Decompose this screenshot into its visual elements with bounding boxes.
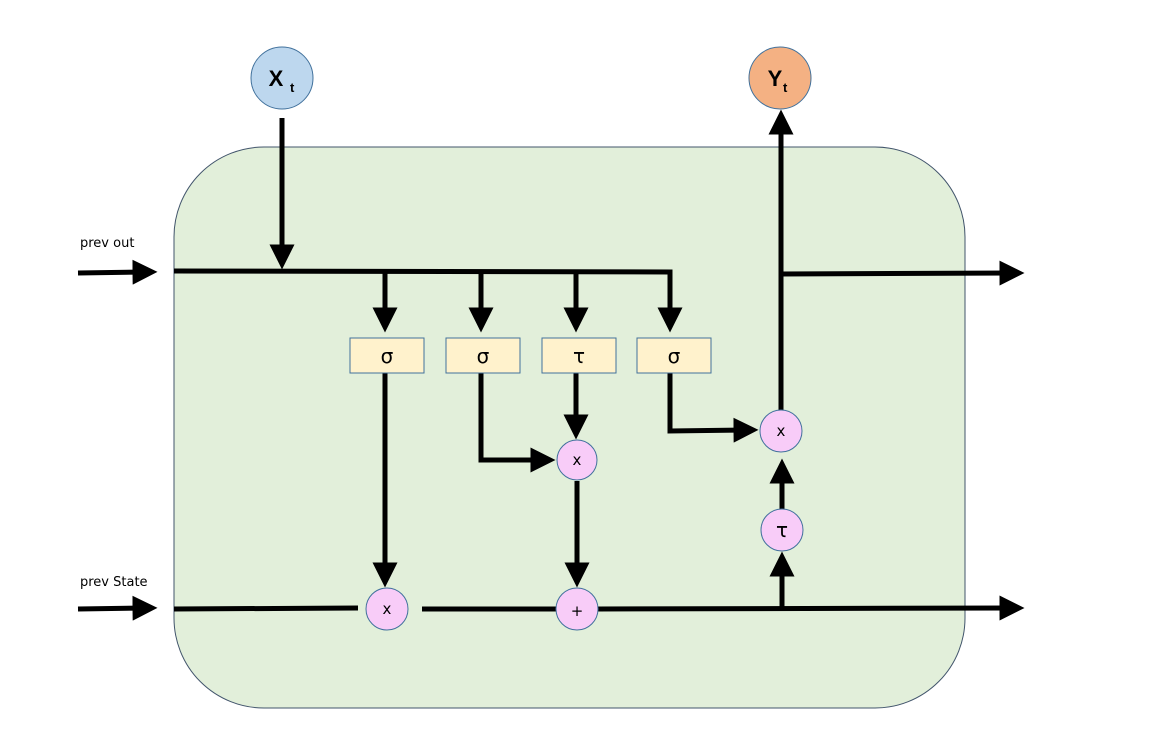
svg-text:σ: σ (668, 344, 681, 368)
op-state-add: + (555, 587, 599, 631)
svg-text:τ: τ (573, 344, 585, 368)
input-subscript: t (290, 80, 295, 95)
prev-state-label: prev State (80, 575, 148, 590)
svg-text:x: x (573, 451, 582, 469)
gate-input: σ (445, 337, 521, 374)
output-node: Y t (748, 46, 812, 110)
svg-text:+: + (571, 602, 584, 620)
input-label: X (269, 66, 284, 91)
svg-text:x: x (777, 422, 786, 440)
gate-output: σ (636, 337, 712, 374)
op-input-multiply: x (556, 439, 598, 481)
svg-text:x: x (383, 600, 392, 618)
output-subscript: t (783, 80, 788, 95)
input-node: X t (250, 46, 314, 110)
op-forget-multiply: x (365, 587, 409, 631)
op-state-tanh: τ (760, 508, 804, 552)
prev-out-label: prev out (80, 236, 134, 251)
op-output-multiply: x (759, 409, 803, 453)
output-label: Y (768, 66, 783, 91)
svg-text:σ: σ (381, 344, 394, 368)
svg-text:τ: τ (776, 518, 788, 542)
gate-forget: σ (349, 337, 425, 374)
gate-candidate: τ (541, 337, 617, 374)
connections (77, 109, 1025, 621)
svg-text:σ: σ (477, 344, 490, 368)
